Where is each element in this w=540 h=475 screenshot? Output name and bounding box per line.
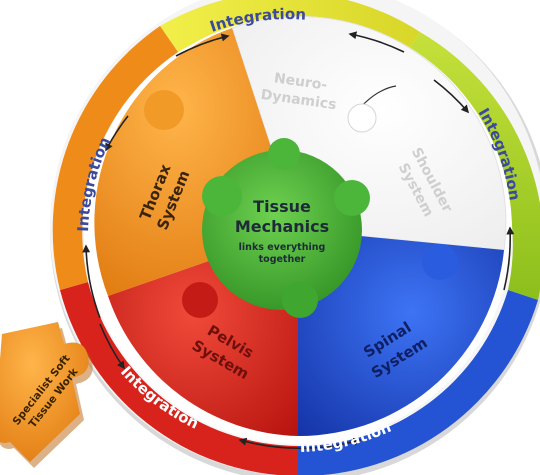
arrow-left-top bbox=[105, 115, 129, 152]
ring-segment-orange bbox=[52, 26, 178, 290]
center-piece bbox=[202, 138, 370, 318]
external-puzzle-piece: Specialist Soft Tissue Work bbox=[0, 322, 93, 468]
ring-segment-red bbox=[60, 282, 298, 475]
center-subtitle-line2: together bbox=[259, 254, 306, 265]
ring-segment-yellow bbox=[160, 0, 420, 56]
arrow-top-left bbox=[175, 33, 230, 57]
arrow-right-bottom bbox=[503, 226, 515, 291]
center-subtitle-line1: links everything bbox=[239, 242, 326, 253]
knob-spinal bbox=[422, 244, 458, 280]
center-title-line1: Tissue bbox=[253, 197, 311, 216]
puzzle-piece-spinal bbox=[298, 230, 504, 437]
center-title-line2: Mechanics bbox=[235, 217, 329, 236]
knob-neuro bbox=[347, 103, 377, 133]
neuro-label-line1: Neuro- bbox=[273, 70, 328, 93]
ring-arrows bbox=[82, 31, 515, 450]
arrow-top-right bbox=[348, 31, 405, 53]
ring-segment-blue bbox=[298, 290, 538, 475]
arrow-bottom bbox=[238, 437, 362, 450]
knob-thorax bbox=[144, 90, 184, 130]
arrow-left-bottom bbox=[82, 244, 101, 319]
arrow-bottom-left bbox=[99, 323, 125, 370]
knob-pelvis bbox=[182, 282, 218, 318]
arrow-right-top bbox=[433, 79, 470, 114]
